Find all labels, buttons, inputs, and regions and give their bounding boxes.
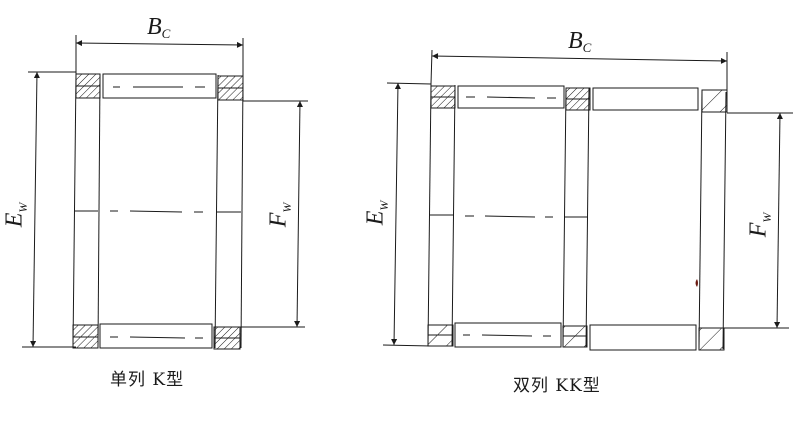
bc-subscript: C — [582, 40, 592, 55]
fw-label: FW — [745, 213, 775, 238]
bc-dimension-line — [75, 40, 244, 48]
needle-roller — [102, 73, 217, 99]
ew-subscript: W — [16, 202, 31, 213]
stray-mark — [695, 279, 698, 287]
fw-dimension-line — [774, 112, 783, 329]
fw-subscript: W — [280, 202, 295, 213]
needle-roller — [592, 87, 699, 111]
double-row-caption: 双列 KK型 — [513, 376, 601, 396]
needle-roller — [589, 324, 697, 351]
cage-section — [701, 89, 728, 113]
fw-subscript: W — [760, 212, 775, 223]
fw-dimension-line — [294, 100, 303, 328]
ew-symbol: E — [1, 212, 28, 228]
fw-symbol: F — [265, 212, 292, 228]
bc-dimension-line — [431, 53, 728, 64]
ew-symbol: E — [362, 210, 389, 226]
ew-dimension-line — [30, 71, 40, 348]
bc-symbol: B — [568, 28, 583, 54]
cage-section — [698, 327, 725, 351]
ew-label: EW — [362, 201, 392, 226]
bc-symbol: B — [147, 14, 162, 40]
needle-roller — [99, 323, 213, 349]
single-row-caption: 单列 K型 — [110, 370, 185, 390]
needle-roller — [454, 322, 562, 348]
bc-label: BC — [568, 28, 591, 56]
fw-symbol: F — [745, 222, 772, 238]
single-row-figure — [22, 35, 308, 350]
ew-subscript: W — [377, 200, 392, 211]
ew-dimension-line — [391, 82, 401, 346]
bc-label: BC — [147, 14, 170, 42]
bc-subscript: C — [161, 26, 171, 41]
ew-label: EW — [1, 203, 31, 228]
double-row-figure — [382, 49, 793, 351]
fw-label: FW — [265, 203, 295, 228]
